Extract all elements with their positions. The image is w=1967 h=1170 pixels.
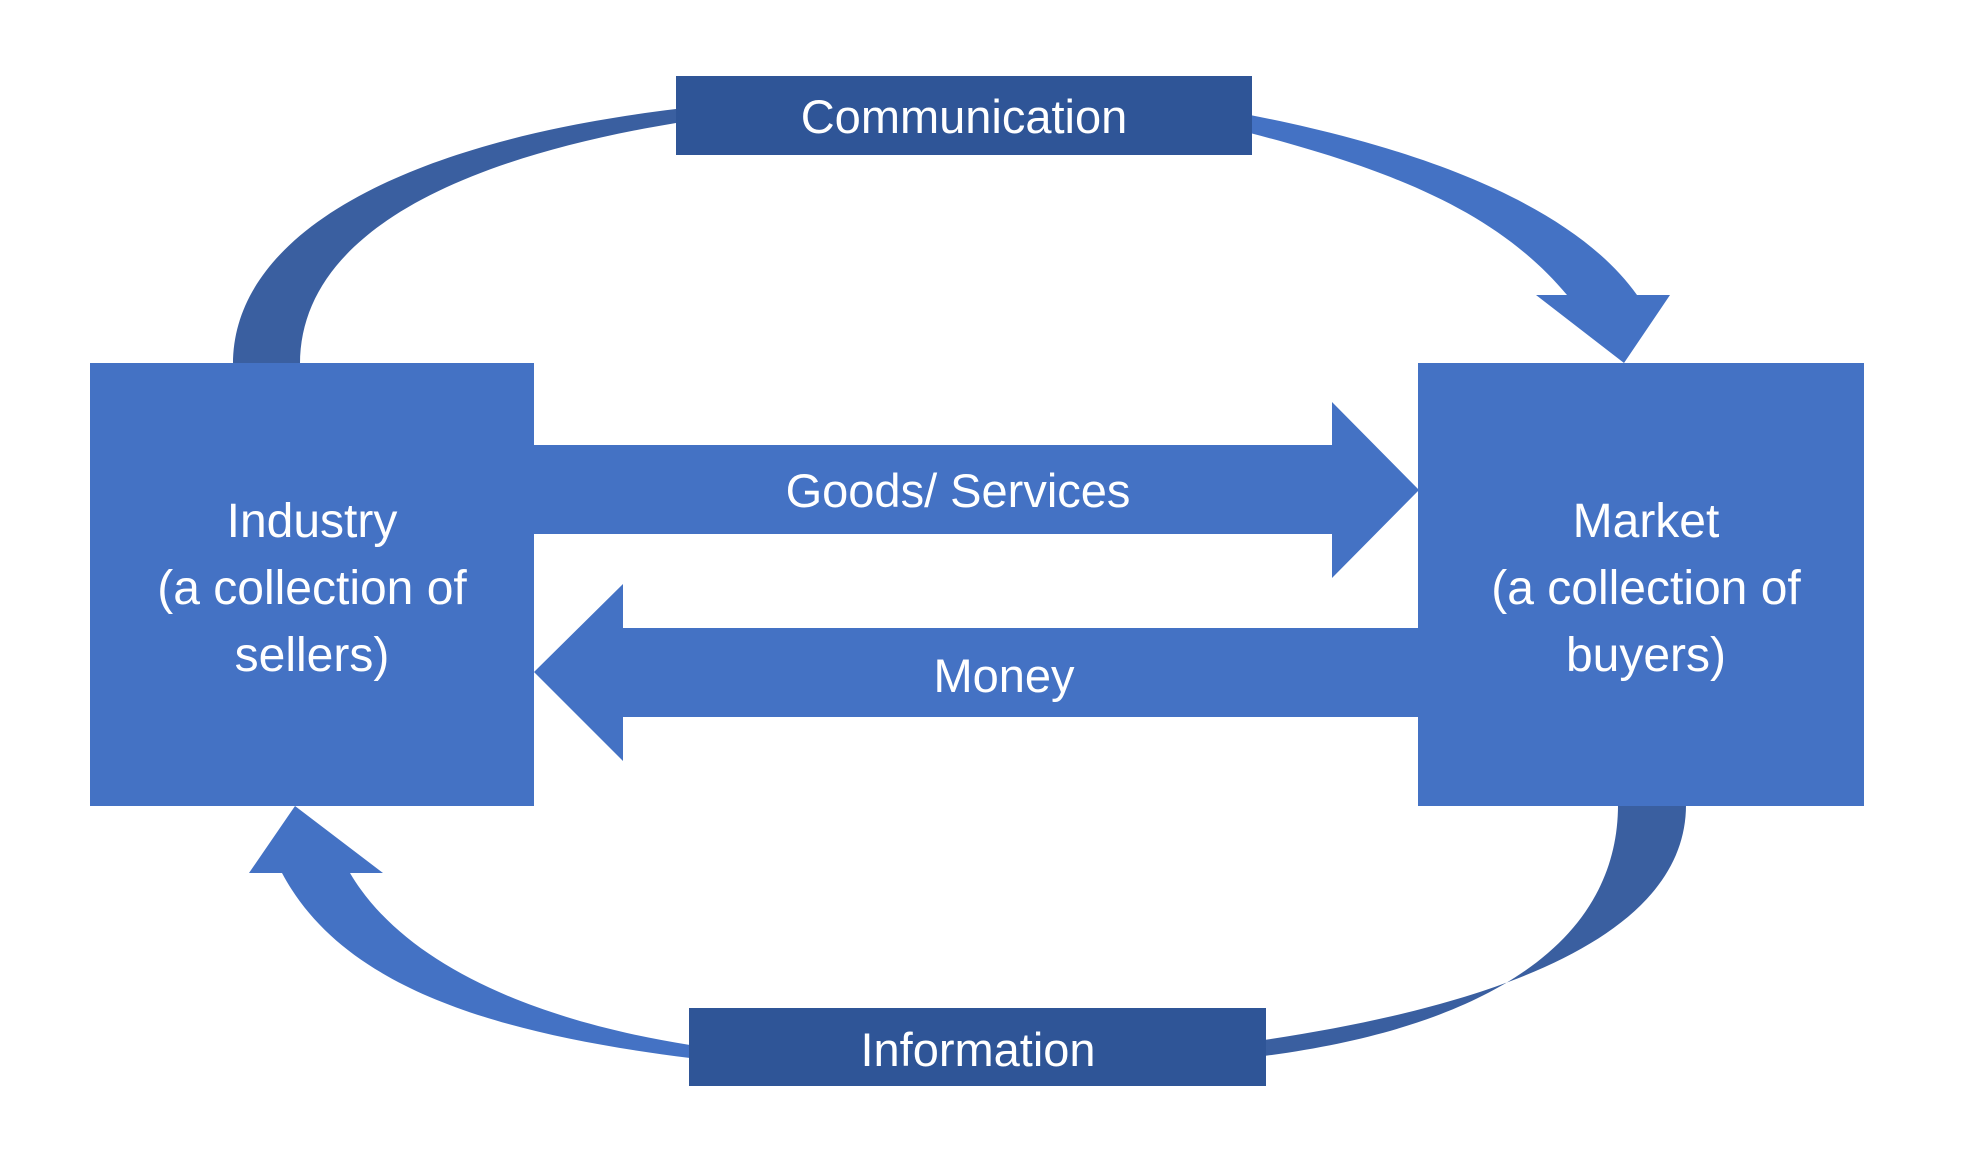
money-arrow: [534, 584, 1419, 761]
goods-services-label: Goods/ Services: [786, 464, 1131, 517]
industry-node: [90, 363, 534, 806]
market-node: [1418, 363, 1864, 806]
information-arrow-left: [249, 806, 690, 1058]
communication-label-box: [676, 76, 1252, 155]
industry-label-line-3: sellers): [235, 629, 390, 682]
information-label: Information: [860, 1023, 1095, 1076]
industry-label-line-2: (a collection of: [157, 562, 467, 615]
information-label-box: [689, 1008, 1266, 1086]
market-label-line-2: (a collection of: [1491, 562, 1801, 615]
market-label-line-3: buyers): [1566, 629, 1726, 682]
money-label: Money: [933, 649, 1075, 702]
industry-label-line-1: Industry: [227, 495, 398, 548]
communication-label: Communication: [801, 90, 1128, 143]
goods-services-arrow: [533, 402, 1419, 578]
communication-arrow-right: [1250, 115, 1670, 363]
communication-curve-left: [233, 109, 676, 364]
market-label-line-1: Market: [1573, 495, 1720, 548]
information-curve-right: [1264, 805, 1686, 1056]
